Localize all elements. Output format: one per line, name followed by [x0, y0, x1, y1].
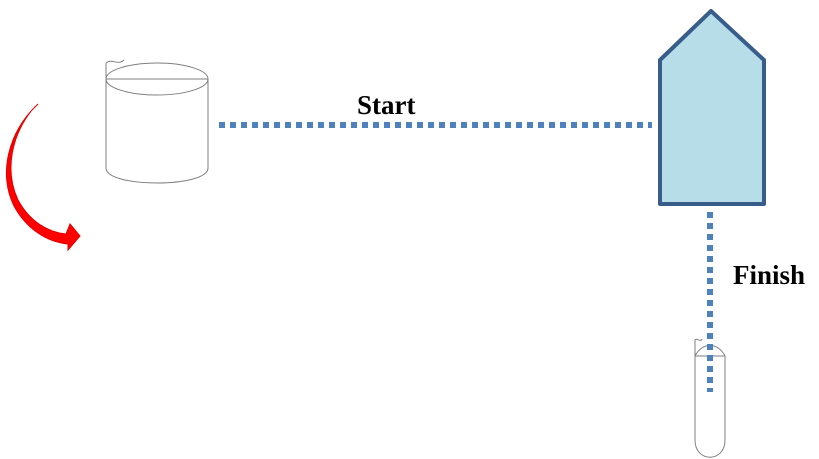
start-label: Start — [357, 90, 416, 120]
rotation-arrow-icon — [6, 103, 81, 252]
finish-bucket-icon — [694, 338, 726, 458]
finish-label: Finish — [733, 260, 806, 290]
start-bucket-icon — [105, 59, 209, 184]
boat-icon — [658, 9, 766, 206]
